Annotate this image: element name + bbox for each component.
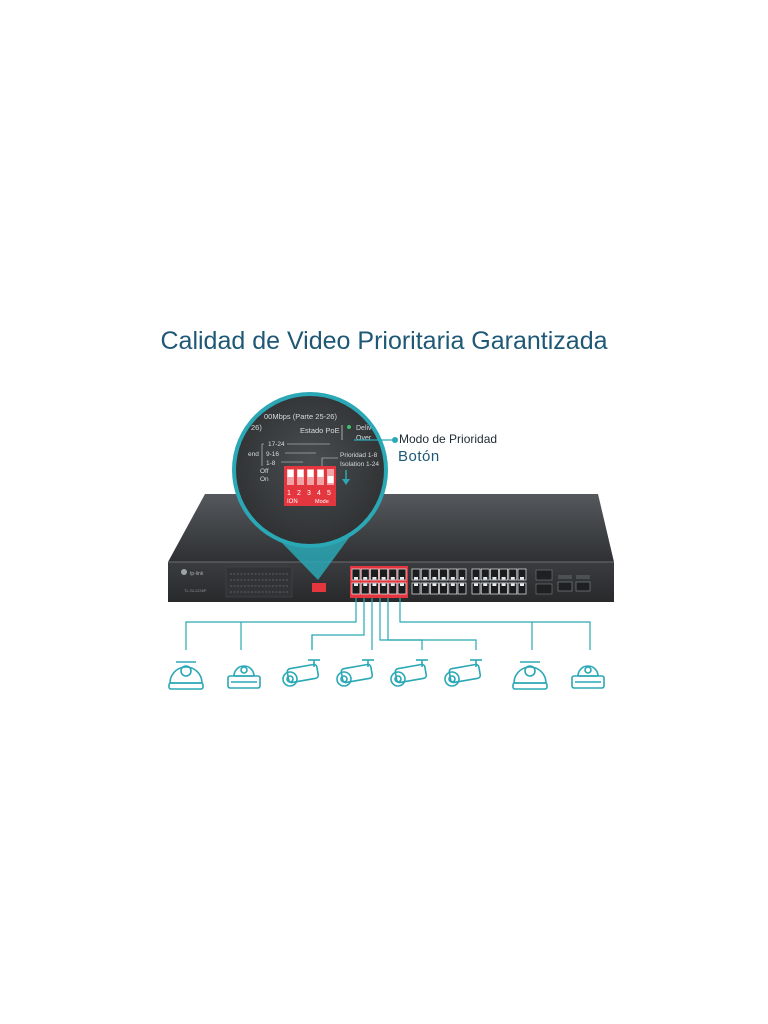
svg-text:Deliv: Deliv [356, 425, 372, 432]
rj45-port [370, 582, 379, 595]
svg-text:1: 1 [287, 490, 291, 497]
svg-text:5: 5 [327, 490, 331, 497]
switch-top-face [168, 494, 614, 562]
svg-text:end: end [248, 451, 259, 458]
svg-text:3: 3 [307, 490, 311, 497]
led-indicator-panel [225, 566, 293, 598]
brand-label: tp-link [190, 571, 204, 577]
rj45-port [448, 582, 458, 595]
dip-levers [287, 469, 334, 485]
dip-switch-small [312, 583, 326, 592]
rj45-port [480, 568, 490, 581]
rj45-port [379, 582, 388, 595]
rj45-port [397, 568, 407, 581]
rj45-port [517, 582, 527, 595]
rj45-port [508, 568, 518, 581]
model-label: TL-SL1226P [184, 588, 207, 593]
bullet-camera-icon [282, 659, 320, 687]
svg-text:Prioridad 1-8: Prioridad 1-8 [340, 452, 378, 459]
svg-text:26): 26) [251, 423, 262, 432]
svg-text:Estado PoE: Estado PoE [300, 426, 340, 435]
sfp-port [557, 581, 573, 592]
tp-link-logo-icon [181, 569, 187, 575]
rj45-port [490, 568, 499, 581]
rj45-port [388, 582, 398, 595]
rj45-port [411, 568, 421, 581]
rj45-port [448, 568, 458, 581]
bullet-camera-icon [336, 659, 374, 687]
rj45-port [388, 568, 398, 581]
camera-connection-lines [185, 598, 591, 650]
priority-mode-label: Modo de Prioridad [399, 432, 498, 446]
rj45-port [420, 582, 430, 595]
rj45-port [420, 568, 430, 581]
dome-camera-icon [571, 665, 605, 689]
dome-camera-icon [168, 661, 204, 690]
rj45-port [397, 582, 407, 595]
svg-text:On: On [260, 476, 269, 483]
rj45-ports [351, 568, 527, 595]
rj45-port [351, 568, 361, 581]
rj45-port [471, 582, 481, 595]
svg-text:Isolation 1-24: Isolation 1-24 [340, 461, 379, 468]
rj45-port [370, 568, 379, 581]
callout-dot [392, 437, 398, 443]
svg-text:4: 4 [317, 490, 321, 497]
rj45-port [490, 582, 499, 595]
rj45-port [480, 582, 490, 595]
svg-text:00Mbps (Parte 25-26): 00Mbps (Parte 25-26) [264, 412, 337, 421]
bullet-camera-icon [390, 659, 428, 687]
rj45-port [517, 568, 527, 581]
bullet-camera-icon [444, 659, 482, 687]
rj45-port [499, 568, 508, 581]
svg-text:9-16: 9-16 [266, 451, 279, 458]
rj45-port [471, 568, 481, 581]
sfp-port [575, 581, 591, 592]
rj45-port [351, 582, 361, 595]
svg-text:17-24: 17-24 [268, 441, 285, 448]
dome-camera-icon [512, 661, 548, 690]
rj45-port [508, 582, 518, 595]
priority-button-label: Botón [398, 448, 440, 465]
svg-text:2: 2 [297, 490, 301, 497]
rj45-port [439, 568, 448, 581]
rj45-port [430, 568, 439, 581]
rj45-port [360, 568, 370, 581]
svg-text:1-8: 1-8 [266, 460, 276, 467]
zoom-magnifier: 00Mbps (Parte 25-26) 26) Estado PoE Deli… [232, 392, 388, 548]
rj45-port [499, 582, 508, 595]
rj45-port [439, 582, 448, 595]
rj45-port [457, 582, 467, 595]
rj45-port [430, 582, 439, 595]
camera-row [168, 659, 605, 690]
rj45-port [457, 568, 467, 581]
svg-text:Over: Over [356, 435, 372, 442]
svg-text:Mode: Mode [315, 499, 329, 505]
page-title: Calidad de Video Prioritaria Garantizada [160, 327, 608, 355]
dome-camera-icon [227, 665, 261, 689]
rj45-port [379, 568, 388, 581]
rj45-port [411, 582, 421, 595]
uplink-ports [535, 569, 591, 595]
svg-text:ION: ION [287, 499, 298, 505]
rj45-port [360, 582, 370, 595]
svg-text:Off: Off [260, 468, 269, 475]
poe-switch: tp-link TL-SL1226P [168, 494, 614, 602]
